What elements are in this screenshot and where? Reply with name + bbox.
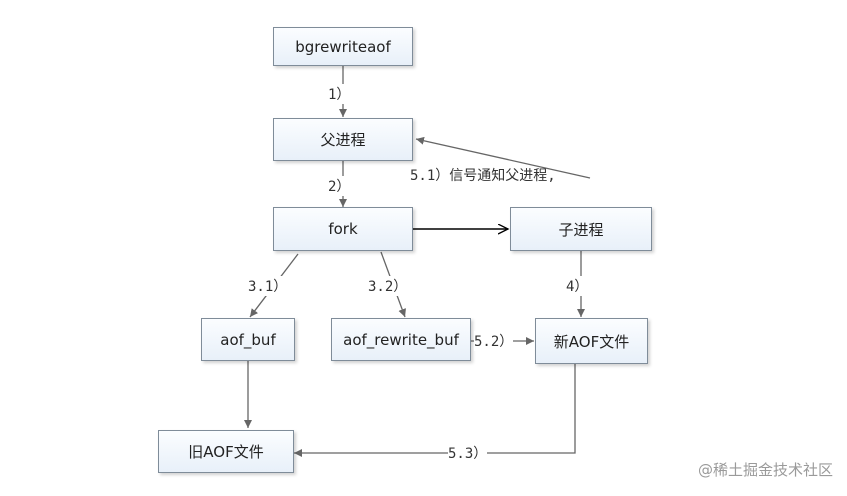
node-fork: fork [273, 207, 413, 251]
edge-label-2: 2） [328, 176, 351, 196]
node-new-aof-file: 新AOF文件 [535, 318, 648, 364]
node-aof-buf: aof_buf [201, 318, 295, 361]
edge-new-aof-to-old-aof [294, 364, 576, 457]
edge-label-4: 4） [566, 276, 589, 296]
edge-label-3-2: 3.2） [368, 276, 408, 296]
edge-label-1: 1） [328, 84, 351, 104]
edge-label-5-2: 5.2） [474, 331, 514, 351]
node-parent-process: 父进程 [273, 118, 413, 161]
edge-label-5-3: 5.3） [448, 443, 488, 463]
watermark: @稀土掘金技术社区 [697, 461, 833, 479]
node-aof-rewrite-buf: aof_rewrite_buf [331, 318, 471, 361]
edge-label-3-1: 3.1） [248, 276, 288, 296]
edge-child-to-parent [415, 136, 591, 179]
node-old-aof-file: 旧AOF文件 [158, 430, 294, 473]
node-child-process: 子进程 [510, 207, 652, 251]
edge-label-5-1: 5.1）信号通知父进程, [410, 168, 556, 184]
node-bgrewriteaof: bgrewriteaof [273, 27, 413, 66]
